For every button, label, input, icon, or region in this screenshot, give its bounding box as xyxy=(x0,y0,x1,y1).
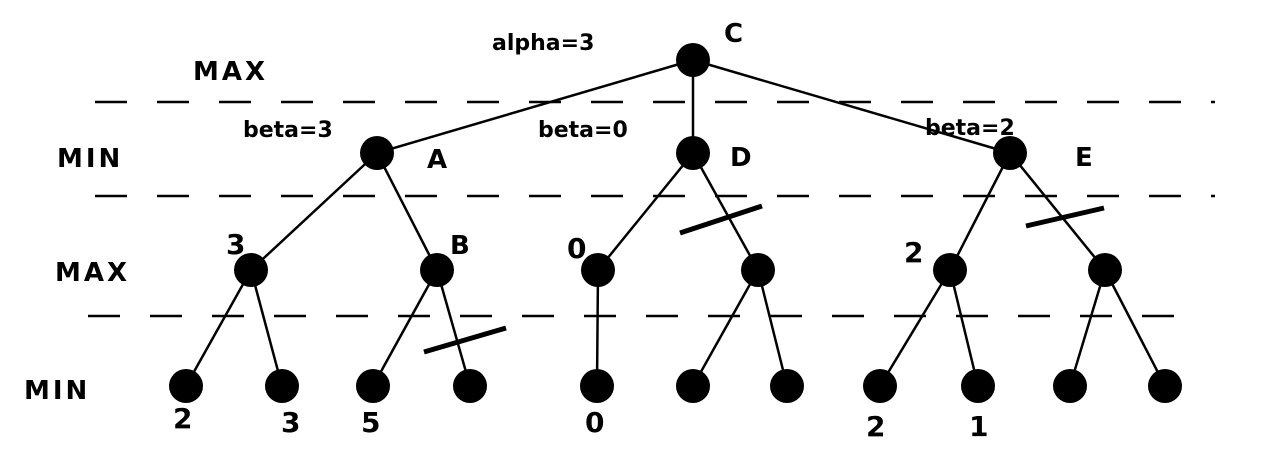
tree-edge xyxy=(250,152,378,271)
tree-edge xyxy=(371,269,439,387)
level-label-min: MIN xyxy=(24,376,90,406)
tree-edge xyxy=(756,269,789,387)
tree-node-m6 xyxy=(1088,253,1122,287)
tree-edge xyxy=(948,152,1012,271)
tree-edge xyxy=(595,269,600,387)
tree-edge xyxy=(184,269,253,387)
node-label-b: B xyxy=(450,231,470,261)
level-label-max: MAX xyxy=(55,258,130,288)
tree-edge xyxy=(1103,269,1167,387)
tree-edge xyxy=(375,152,439,271)
tree-edge xyxy=(597,152,694,271)
tree-edge xyxy=(1068,269,1107,387)
tree-edge xyxy=(435,269,472,387)
tree-node-l8 xyxy=(863,369,897,403)
level-dividers xyxy=(88,100,1215,318)
leaf-value: 3 xyxy=(281,406,300,439)
tree-node-m2 xyxy=(420,253,454,287)
tree-node-l11 xyxy=(1148,369,1182,403)
tree-edge xyxy=(878,269,952,387)
tree-node-l2 xyxy=(265,369,299,403)
tree-edge xyxy=(376,58,694,155)
tree-node-l3 xyxy=(356,369,390,403)
max-node-value: 0 xyxy=(567,232,586,265)
tree-node-m1 xyxy=(234,253,268,287)
max-node-value: 2 xyxy=(904,236,923,269)
tree-node-l7 xyxy=(770,369,804,403)
prune-mark xyxy=(679,203,763,236)
tree-node-l1 xyxy=(169,369,203,403)
node-label-e: E xyxy=(1075,143,1093,173)
tree-node-l9 xyxy=(961,369,995,403)
level-label-max: MAX xyxy=(193,57,268,87)
beta-annotation-e: beta=2 xyxy=(925,116,1015,141)
tree-edges xyxy=(184,58,1167,387)
tree-edge xyxy=(249,269,284,387)
node-label-d: D xyxy=(730,143,752,173)
prune-mark xyxy=(1025,205,1105,229)
beta-annotation-a: beta=3 xyxy=(243,118,333,143)
tree-node-l5 xyxy=(580,369,614,403)
tree-node-m5 xyxy=(933,253,967,287)
tree-node-C xyxy=(676,43,710,77)
tree-edge xyxy=(692,58,1011,155)
tree-node-l6 xyxy=(676,369,710,403)
tree-node-D xyxy=(676,136,710,170)
alpha-annotation: alpha=3 xyxy=(492,31,594,56)
tree-edge xyxy=(948,269,980,387)
tree-node-E xyxy=(993,136,1027,170)
tree-node-l10 xyxy=(1053,369,1087,403)
leaf-value: 5 xyxy=(361,406,380,439)
leaf-value: 2 xyxy=(866,410,885,443)
node-label-c: C xyxy=(724,19,743,49)
leaf-value: 2 xyxy=(173,402,192,435)
beta-annotation-d: beta=0 xyxy=(538,118,628,143)
tree-node-m3 xyxy=(581,253,615,287)
level-label-min: MIN xyxy=(57,144,123,174)
tree-node-A xyxy=(360,136,394,170)
tree-edge xyxy=(1009,152,1106,271)
pruning-marks xyxy=(423,203,1105,355)
prune-mark xyxy=(423,325,507,355)
tree-node-l4 xyxy=(453,369,487,403)
tree-nodes xyxy=(169,43,1182,403)
max-node-value: 3 xyxy=(226,228,245,261)
tree-edge xyxy=(691,269,760,387)
tree-node-m4 xyxy=(741,253,775,287)
leaf-value: 0 xyxy=(585,406,604,439)
tree-edge xyxy=(691,152,760,271)
leaf-value: 1 xyxy=(969,410,988,443)
node-label-a: A xyxy=(427,145,447,175)
